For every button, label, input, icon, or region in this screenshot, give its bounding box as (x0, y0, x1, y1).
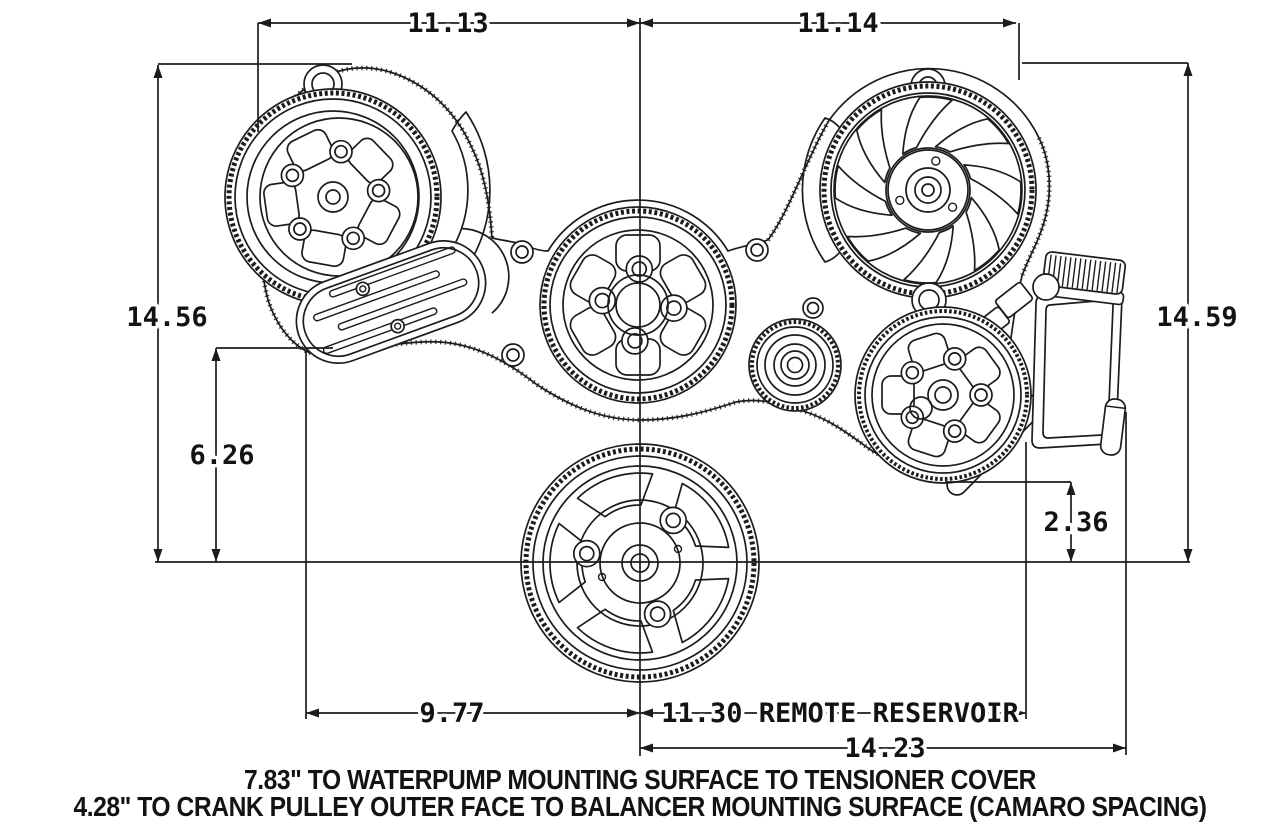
reservoir-nipple (1099, 398, 1127, 456)
note-waterpump-spacing: 7.83" TO WATERPUMP MOUNTING SURFACE TO T… (244, 764, 1036, 796)
dimension-labels: 11.13 11.14 14.56 14.59 6.26 2.36 9.77 1… (123, 5, 1241, 768)
dimension-lines (153, 18, 1193, 756)
dim-pump-drop: 2.36 (1043, 507, 1108, 538)
idler-pulley (748, 318, 842, 412)
alternator-fan-blades (834, 96, 1022, 284)
note-crank-spacing: 4.28" TO CRANK PULLEY OUTER FACE TO BALA… (73, 791, 1206, 823)
dim-bottom-overall: 14.23 (844, 733, 925, 764)
waterpump-pulley (539, 206, 737, 404)
alternator-pulley (819, 68, 1037, 299)
reservoir-cap (1038, 251, 1127, 306)
drawing-notes: 7.83" TO WATERPUMP MOUNTING SURFACE TO T… (73, 764, 1207, 823)
dim-left-overall: 14.56 (126, 302, 207, 333)
power-steering-pump-pulley (854, 282, 1032, 484)
dim-right-overall: 14.59 (1156, 302, 1237, 333)
dim-tensioner-drop: 6.26 (189, 440, 254, 471)
serpentine-bracket (251, 65, 1052, 471)
cover-slots (313, 246, 468, 355)
dim-top-right: 11.14 (797, 8, 878, 39)
dim-top-left: 11.13 (407, 8, 488, 39)
dim-bottom-right-reservoir: 11.30 REMOTE RESERVOIR (661, 698, 1019, 729)
tensioner-pulley-arc (461, 227, 510, 314)
dim-bottom-left: 9.77 (419, 698, 484, 729)
reservoir-neck-ball (1032, 273, 1060, 301)
bracket-bolts (501, 238, 824, 367)
tensioner-cover (295, 227, 510, 365)
